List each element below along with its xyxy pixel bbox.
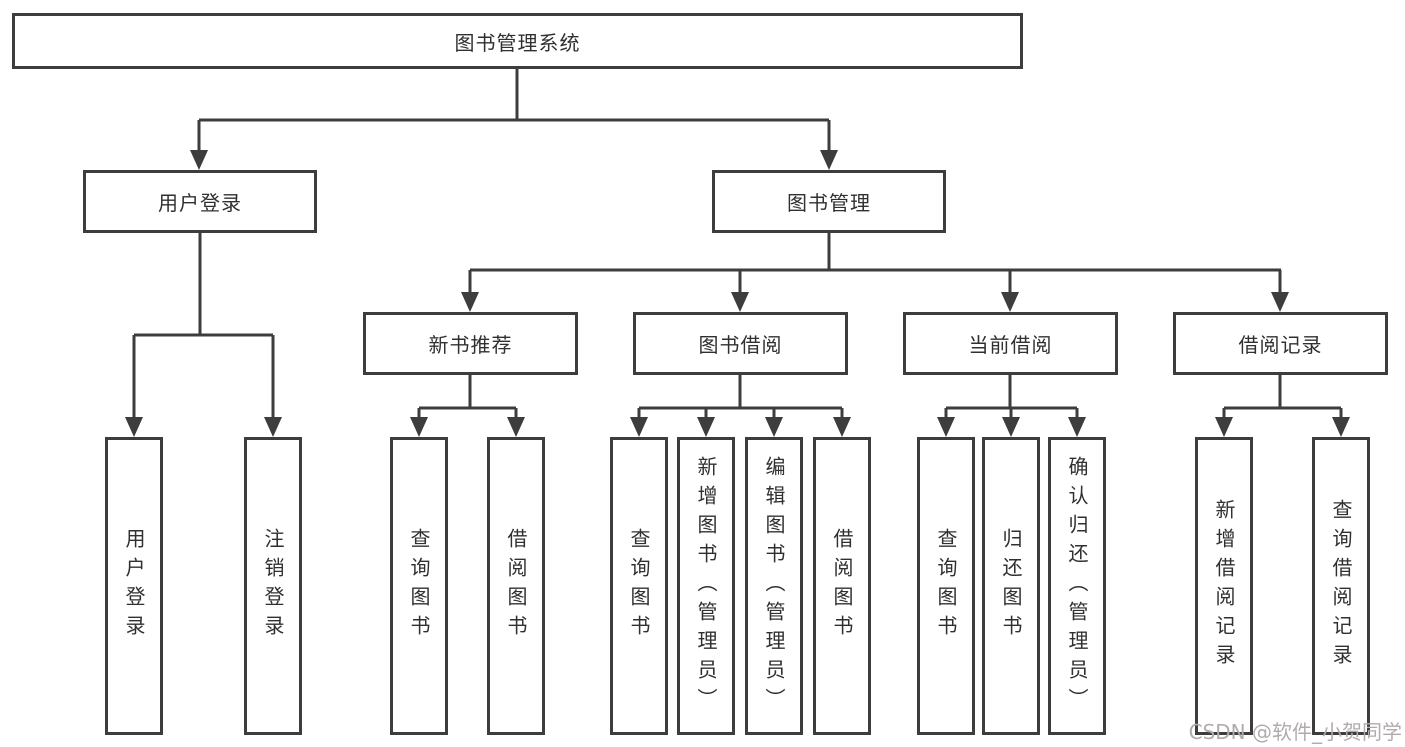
leaf-bb-edit-books-admin-label: 编辑图书（管理员） [762,455,786,717]
connector-root [197,69,831,152]
connector-current-borrow [944,375,1079,419]
node-root-label: 图书管理系统 [454,30,581,55]
arrow-icon [833,417,851,437]
leaf-bb-edit-books-admin: 编辑图书（管理员） [745,437,803,735]
leaf-bb-borrow-books: 借阅图书 [813,437,871,735]
arrow-icon [731,292,749,312]
connector-borrow-records [1222,375,1343,419]
arrow-icon [697,417,715,437]
arrow-icon [765,417,783,437]
connector-user-login [132,233,275,419]
arrow-icon [264,417,282,437]
arrow-icon [461,292,479,312]
node-new-book-recommend-label: 新书推荐 [428,333,513,357]
arrow-icon [1002,417,1020,437]
node-new-book-recommend: 新书推荐 [363,312,578,375]
arrow-icon [820,150,838,170]
leaf-bb-add-books-admin: 新增图书（管理员） [677,437,735,735]
arrow-icon [1068,417,1086,437]
leaf-br-add-record-label: 新增借阅记录 [1212,499,1236,673]
node-current-borrow-label: 当前借阅 [968,333,1053,357]
arrow-icon [1332,417,1350,437]
arrow-icon [1001,292,1019,312]
node-borrow-records: 借阅记录 [1173,312,1388,375]
node-book-borrow: 图书借阅 [633,312,848,375]
leaf-user-login: 用户登录 [105,437,163,735]
leaf-bb-borrow-books-label: 借阅图书 [830,528,854,644]
arrowheads [125,150,1350,437]
leaf-logout: 注销登录 [244,437,302,735]
node-user-login-label: 用户登录 [158,191,242,215]
leaf-cb-query-books: 查询图书 [917,437,975,735]
leaf-nbr-borrow-books: 借阅图书 [487,437,545,735]
connector-book-borrow [637,375,844,419]
arrow-icon [410,417,428,437]
node-book-management-label: 图书管理 [787,191,871,215]
node-root: 图书管理系统 [12,13,1023,69]
node-borrow-records-label: 借阅记录 [1238,333,1323,357]
node-book-borrow-label: 图书借阅 [698,333,783,357]
leaf-cb-confirm-return-admin-label: 确认归还（管理员） [1065,455,1089,717]
leaf-nbr-borrow-books-label: 借阅图书 [504,528,528,644]
leaf-nbr-query-books-label: 查询图书 [407,528,431,644]
leaf-cb-return-books: 归还图书 [982,437,1040,735]
leaf-cb-confirm-return-admin: 确认归还（管理员） [1048,437,1106,735]
leaf-br-query-record-label: 查询借阅记录 [1329,499,1353,673]
leaf-bb-query-books: 查询图书 [610,437,668,735]
leaf-br-add-record: 新增借阅记录 [1195,437,1253,735]
leaf-bb-add-books-admin-label: 新增图书（管理员） [694,455,718,717]
arrow-icon [1271,292,1289,312]
leaf-logout-label: 注销登录 [261,528,285,644]
leaf-cb-return-books-label: 归还图书 [999,528,1023,644]
arrow-icon [630,417,648,437]
leaf-bb-query-books-label: 查询图书 [627,528,651,644]
connector-book-management [468,233,1282,294]
leaf-br-query-record: 查询借阅记录 [1312,437,1370,735]
arrow-icon [1215,417,1233,437]
node-current-borrow: 当前借阅 [903,312,1118,375]
arrow-icon [125,417,143,437]
node-book-management: 图书管理 [712,170,946,233]
node-user-login: 用户登录 [83,170,317,233]
leaf-nbr-query-books: 查询图书 [390,437,448,735]
arrow-icon [937,417,955,437]
arrow-icon [190,150,208,170]
connector-new-book-recommend [417,375,518,419]
leaf-user-login-label: 用户登录 [122,528,146,644]
leaf-cb-query-books-label: 查询图书 [934,528,958,644]
arrow-icon [507,417,525,437]
